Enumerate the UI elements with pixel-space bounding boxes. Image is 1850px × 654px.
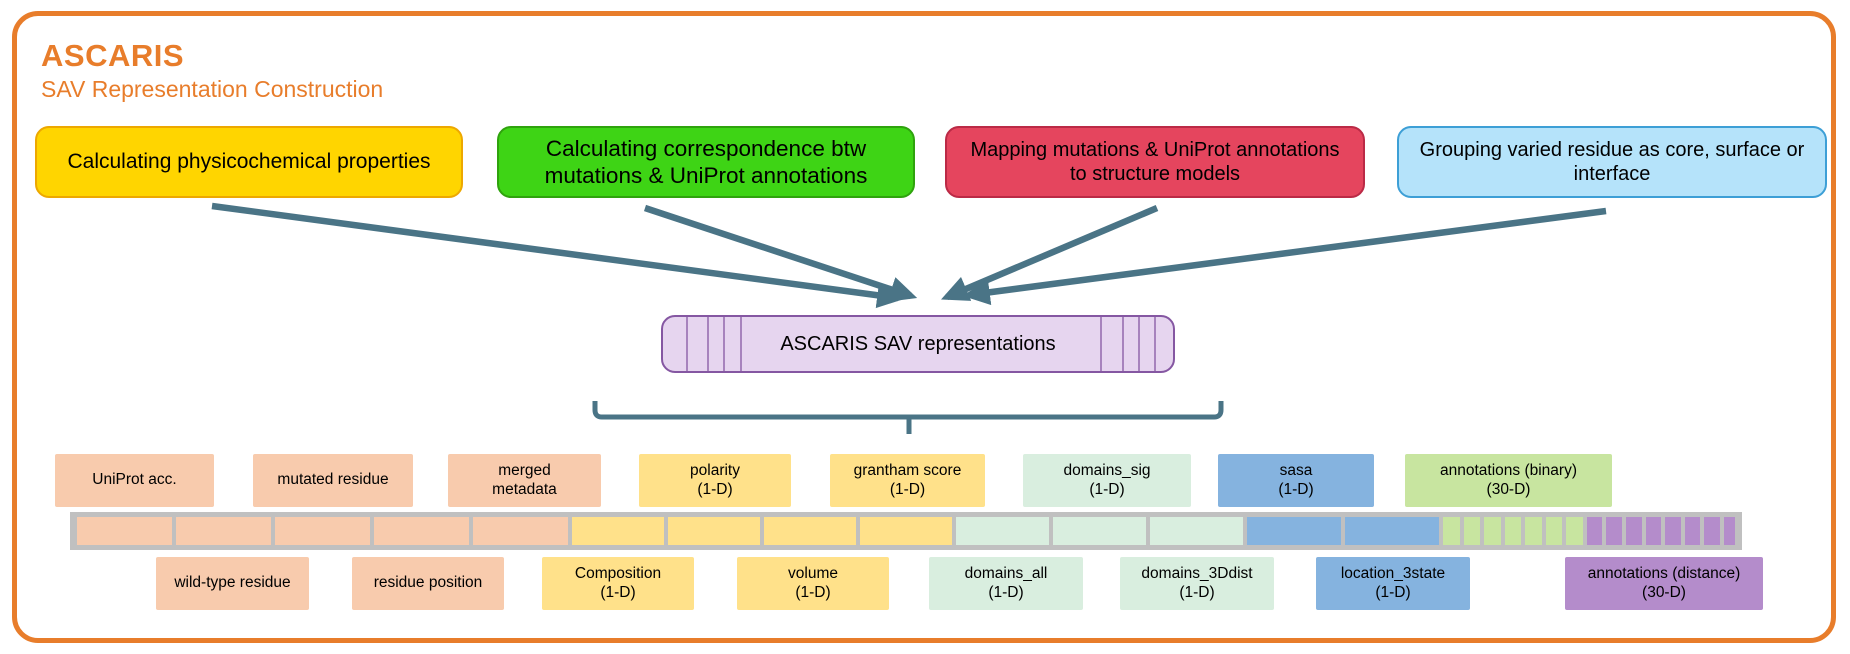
center-representation-box: ASCARIS SAV representations: [661, 315, 1175, 373]
process-box-physicochemical: Calculating physicochemical properties: [35, 126, 463, 198]
bar-segment-lightgreen: [1443, 517, 1460, 545]
feature-label-polarity: polarity(1-D): [639, 454, 791, 507]
bar-segment-peach: [77, 517, 173, 545]
bar-segment-lightgreen: [1545, 517, 1563, 545]
process-box-label: Calculating correspondence btw mutations…: [544, 135, 868, 188]
bar-segment-lightgreen: [1525, 517, 1542, 545]
feature-label-location-3state: location_3state(1-D): [1316, 557, 1470, 610]
bar-segment-yellow: [860, 517, 953, 545]
page-subtitle: SAV Representation Construction: [41, 76, 384, 102]
bar-segment-mint: [956, 517, 1050, 545]
segment-tick: [723, 317, 725, 371]
segment-tick: [1100, 317, 1102, 371]
bar-segment-yellow: [764, 517, 857, 545]
bar-segment-lightgreen: [1566, 517, 1583, 545]
bar-segment-blue: [1247, 517, 1342, 545]
segment-tick: [1138, 317, 1140, 371]
bar-segment-peach: [374, 517, 470, 545]
bar-segment-peach: [176, 517, 272, 545]
bar-segment-lightgreen: [1484, 517, 1501, 545]
bar-segment-peach: [275, 517, 371, 545]
process-box-label: Grouping varied residue as core, surface…: [1419, 138, 1805, 185]
segment-tick: [1154, 317, 1156, 371]
bar-segment-purple: [1625, 517, 1642, 545]
arrow-physicochemical: [211, 202, 905, 309]
feature-label-domains-sig: domains_sig(1-D): [1023, 454, 1191, 507]
feature-label-domains-3ddist: domains_3Ddist(1-D): [1120, 557, 1274, 610]
segment-tick: [707, 317, 709, 371]
page-title: ASCARIS: [41, 38, 185, 73]
feature-label-composition: Composition(1-D): [542, 557, 694, 610]
feature-label-sasa: sasa(1-D): [1218, 454, 1374, 507]
bar-segment-purple: [1704, 517, 1720, 545]
bar-segment-purple: [1606, 517, 1622, 545]
bracket-path: [592, 401, 1224, 420]
arrow-grouping: [962, 207, 1607, 306]
bar-segment-yellow: [572, 517, 665, 545]
bar-segment-mint: [1150, 517, 1244, 545]
feature-label-wild-type-residue: wild-type residue: [156, 557, 309, 610]
grouping-bracket: [592, 401, 1224, 434]
center-box-label: ASCARIS SAV representations: [780, 332, 1056, 355]
feature-label-uniprot-acc: UniProt acc.: [55, 454, 214, 507]
arrow-correspondence: [643, 204, 918, 302]
bar-segment-yellow: [668, 517, 761, 545]
bar-segment-peach: [473, 517, 569, 545]
bar-segment-purple: [1586, 517, 1603, 545]
feature-label-residue-position: residue position: [352, 557, 504, 610]
converging-arrows: [211, 202, 1607, 309]
feature-bar: [70, 512, 1742, 550]
feature-label-annotations-binary: annotations (binary)(30-D): [1405, 454, 1612, 507]
process-box-mapping: Mapping mutations & UniProt annotations …: [945, 126, 1365, 198]
bar-segment-mint: [1053, 517, 1147, 545]
process-box-grouping: Grouping varied residue as core, surface…: [1397, 126, 1827, 198]
feature-label-grantham-score: grantham score(1-D): [830, 454, 985, 507]
bar-segment-purple: [1665, 517, 1681, 545]
bar-segment-purple: [1723, 517, 1735, 545]
bar-segment-blue: [1345, 517, 1440, 545]
diagram-frame: ASCARIS SAV Representation Construction …: [12, 11, 1836, 643]
feature-label-volume: volume(1-D): [737, 557, 889, 610]
segment-tick: [686, 317, 688, 371]
process-box-label: Mapping mutations & UniProt annotations …: [970, 138, 1340, 185]
process-box-label: Calculating physicochemical properties: [67, 150, 431, 174]
feature-label-domains-all: domains_all(1-D): [929, 557, 1083, 610]
feature-label-mutated-residue: mutated residue: [253, 454, 413, 507]
segment-tick: [740, 317, 742, 371]
process-box-correspondence: Calculating correspondence btw mutations…: [497, 126, 915, 198]
feature-label-annotations-distance: annotations (distance)(30-D): [1565, 557, 1763, 610]
bar-segment-purple: [1645, 517, 1662, 545]
bar-segment-lightgreen: [1463, 517, 1481, 545]
bar-segment-purple: [1684, 517, 1701, 545]
bar-segment-lightgreen: [1504, 517, 1522, 545]
segment-tick: [1122, 317, 1124, 371]
